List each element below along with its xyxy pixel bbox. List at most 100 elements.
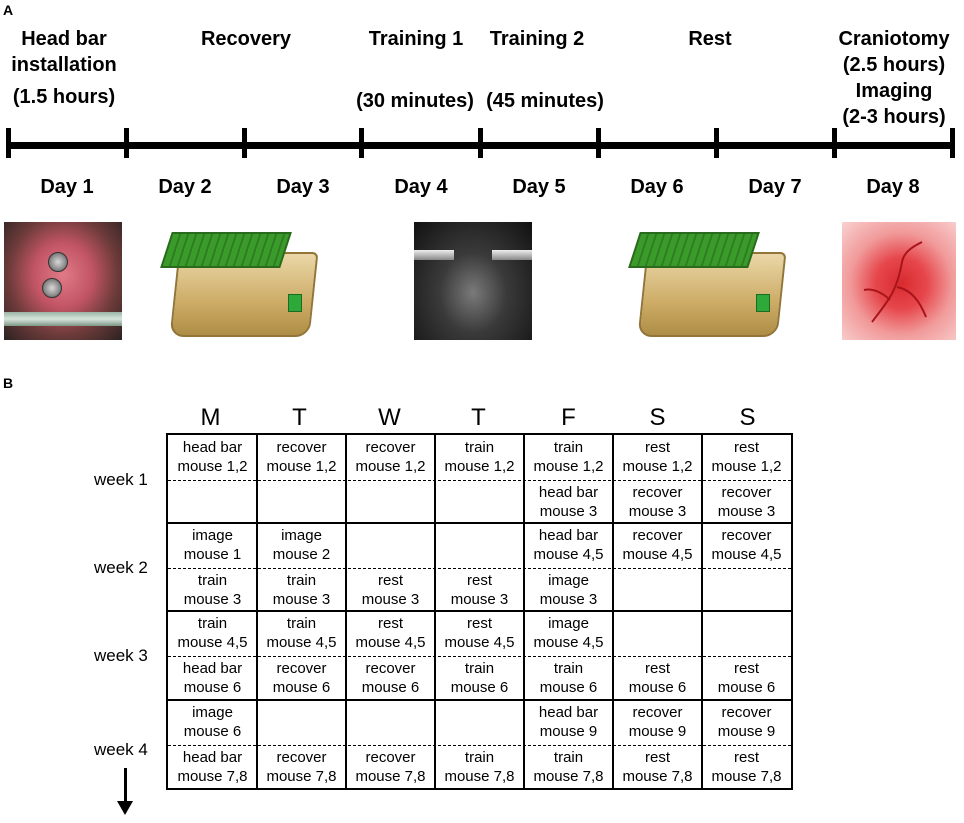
- cell-mouse: mouse 6: [183, 679, 242, 696]
- table-cell: recover mouse 4,5: [702, 526, 791, 564]
- cell-activity: rest: [733, 439, 759, 456]
- cell-mouse: mouse 3: [450, 591, 509, 608]
- panel-b-letter: B: [3, 375, 14, 391]
- weekday-header: T: [292, 404, 307, 431]
- cell-mouse: mouse 6: [628, 679, 687, 696]
- cell-activity: image: [548, 572, 589, 589]
- cell-mouse: mouse 7,8: [444, 768, 515, 785]
- cell-mouse: mouse 4,5: [711, 546, 782, 563]
- cell-activity: recover: [276, 749, 327, 766]
- cell-activity: recover: [365, 660, 416, 677]
- cell-activity: rest: [733, 749, 759, 766]
- cell-activity: train: [197, 615, 228, 632]
- cell-mouse: mouse 4,5: [533, 546, 604, 563]
- day-label: Day 7: [748, 176, 802, 198]
- cell-activity: head bar: [182, 749, 243, 766]
- weekday-header: S: [649, 404, 666, 431]
- phase-craniotomy-imaging: Craniotomy (2.5 hours) Imaging (2-3 hour…: [838, 28, 950, 128]
- phase-head-bar: Head bar installation (1.5 hours): [11, 28, 117, 108]
- cell-activity: recover: [721, 484, 772, 501]
- arrow-head-icon: [117, 801, 133, 815]
- cell-activity: recover: [721, 527, 772, 544]
- week-label: week 3: [94, 646, 148, 665]
- cell-mouse: mouse 6: [717, 679, 776, 696]
- week-divider: [168, 610, 791, 612]
- timeline-tick: [359, 128, 364, 158]
- cell-activity: recover: [365, 439, 416, 456]
- cage-image: [160, 222, 334, 346]
- cell-activity: recover: [365, 749, 416, 766]
- cell-activity: recover: [632, 704, 683, 721]
- cell-activity: rest: [377, 615, 403, 632]
- cell-mouse: mouse 7,8: [533, 768, 604, 785]
- screw-icon: [48, 252, 68, 272]
- cell-activity: recover: [276, 660, 327, 677]
- cell-mouse: mouse 2: [272, 546, 331, 563]
- table-cell: rest mouse 4,5: [346, 614, 435, 652]
- cell-activity: rest: [644, 660, 670, 677]
- cell-mouse: mouse 7,8: [177, 768, 248, 785]
- panel-a-letter: A: [3, 2, 14, 18]
- weekday-header: S: [739, 404, 756, 431]
- cell-mouse: mouse 4,5: [533, 634, 604, 651]
- weekday-header: F: [561, 404, 576, 431]
- table-cell: rest mouse 3: [435, 571, 524, 609]
- cell-activity: rest: [466, 572, 492, 589]
- timeline-tick: [124, 128, 129, 158]
- phase-training-2: Training 2: [489, 28, 585, 50]
- cell-activity: train: [553, 439, 584, 456]
- day-label: Day 2: [158, 176, 212, 198]
- day-label: Day 5: [512, 176, 566, 198]
- table-cell: recover mouse 3: [613, 483, 702, 521]
- cell-mouse: mouse 3: [717, 503, 776, 520]
- cell-mouse: mouse 6: [450, 679, 509, 696]
- cell-activity: recover: [632, 484, 683, 501]
- cell-mouse: mouse 4,5: [355, 634, 426, 651]
- cell-activity: rest: [466, 615, 492, 632]
- cell-activity: image: [281, 527, 322, 544]
- cell-activity: head bar: [538, 704, 599, 721]
- cell-mouse: mouse 4,5: [266, 634, 337, 651]
- cell-mouse: mouse 3: [183, 591, 242, 608]
- timeline-tick: [950, 128, 955, 158]
- screw-icon: [42, 278, 62, 298]
- cell-mouse: mouse 7,8: [622, 768, 693, 785]
- cell-mouse: mouse 6: [539, 679, 598, 696]
- cell-mouse: mouse 4,5: [444, 634, 515, 651]
- cell-mouse: mouse 4,5: [177, 634, 248, 651]
- cell-activity: head bar: [538, 527, 599, 544]
- phase-training-1-duration: (30 minutes): [356, 90, 474, 112]
- day-label: Day 6: [630, 176, 684, 198]
- cell-mouse: mouse 3: [628, 503, 687, 520]
- cell-mouse: mouse 3: [539, 503, 598, 520]
- day-label: Day 1: [40, 176, 94, 198]
- table-cell: rest mouse 6: [702, 659, 791, 697]
- table-cell: rest mouse 4,5: [435, 614, 524, 652]
- cell-mouse: mouse 1,2: [266, 458, 337, 475]
- row-divider: [168, 568, 791, 569]
- cell-activity: train: [464, 660, 495, 677]
- week-divider: [168, 699, 791, 701]
- cell-activity: train: [553, 660, 584, 677]
- table-cell: train mouse 6: [435, 659, 524, 697]
- cage-image: [628, 222, 802, 346]
- cell-activity: rest: [733, 660, 759, 677]
- timeline-tick: [596, 128, 601, 158]
- cell-activity: train: [197, 572, 228, 589]
- cell-mouse: mouse 4,5: [622, 546, 693, 563]
